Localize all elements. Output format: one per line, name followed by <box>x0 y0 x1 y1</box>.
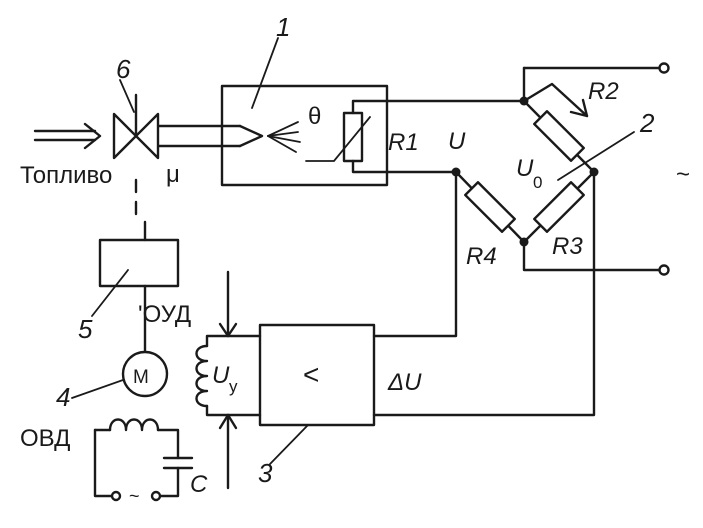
callout-leader-2 <box>557 131 635 181</box>
thermistor-r1 <box>305 99 389 174</box>
theta-label: θ <box>308 103 321 130</box>
svg-text:0: 0 <box>533 173 542 192</box>
flame-rays <box>267 121 301 153</box>
drive-winding-ovd <box>93 418 194 502</box>
callout-3: 3 <box>258 458 273 488</box>
ovd-label: ОВД <box>20 425 70 452</box>
amplifier-symbol: < <box>303 359 319 390</box>
junction-dot <box>519 237 529 247</box>
callout-6: 6 <box>116 54 131 84</box>
motor-4 <box>121 350 169 398</box>
actuator-box-5 <box>98 238 180 288</box>
r2-label: R2 <box>588 78 619 105</box>
ac-right-label: ~ <box>676 161 690 188</box>
amplifier-box-3 <box>258 323 376 427</box>
callout-5: 5 <box>78 314 93 344</box>
u-label: U <box>448 128 466 155</box>
callout-leader-1 <box>251 37 279 109</box>
valve-6 <box>112 93 160 160</box>
junction-dot <box>589 167 599 177</box>
oud-label: 'ОУД <box>138 301 191 328</box>
u0-label: U 0 <box>516 155 542 192</box>
junction-dot <box>519 96 529 106</box>
c-label: C <box>190 471 208 498</box>
callout-2: 2 <box>639 108 655 138</box>
r1-label: R1 <box>388 129 419 156</box>
svg-text:U: U <box>516 155 534 182</box>
terminal-ac-top <box>658 62 670 74</box>
callout-leader-3 <box>269 424 309 465</box>
junction-dot <box>451 167 461 177</box>
delta-u-label: ΔU <box>387 369 422 396</box>
callout-leader-4 <box>71 379 124 399</box>
fuel-line <box>33 122 264 150</box>
callout-4: 4 <box>56 382 70 412</box>
svg-text:у: у <box>229 377 238 396</box>
uy-label: U у <box>212 362 238 396</box>
motor-label: M <box>133 367 149 388</box>
callout-leader-5 <box>91 269 129 317</box>
svg-text:U: U <box>212 362 230 389</box>
mu-label: μ <box>166 161 180 188</box>
callout-leader-6 <box>119 79 135 113</box>
bridge-wires <box>372 66 662 417</box>
control-winding-oud <box>195 270 262 490</box>
ac-bottom-label: ~ <box>129 486 140 506</box>
fuel-label: Топливо <box>20 162 112 189</box>
callout-1: 1 <box>276 12 290 42</box>
resistor-r4 <box>454 170 526 244</box>
resistor-r2 <box>522 82 596 174</box>
resistor-r3 <box>522 170 596 244</box>
terminal-ac-bottom <box>658 264 670 276</box>
r4-label: R4 <box>466 243 497 270</box>
chamber-box-1 <box>220 84 389 187</box>
r3-label: R3 <box>552 233 583 260</box>
